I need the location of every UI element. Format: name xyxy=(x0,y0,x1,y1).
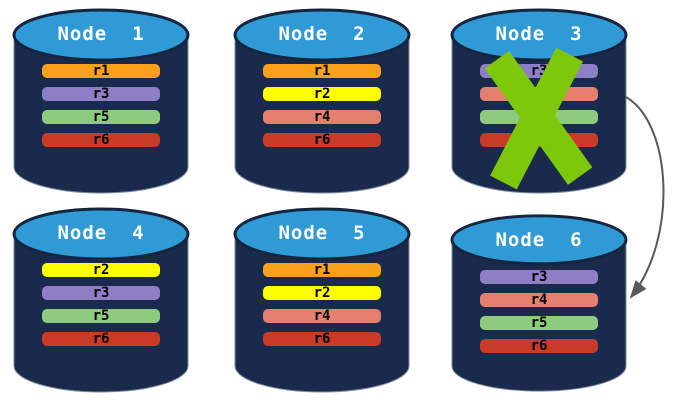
replica-bar-r1: r1 xyxy=(42,64,160,78)
replica-bar-r2: r2 xyxy=(263,286,381,300)
replica-bar-r3: r3 xyxy=(42,286,160,300)
replica-bar-r6: r6 xyxy=(480,133,598,147)
cylinder-top-ellipse xyxy=(233,8,411,62)
replica-bar-r3: r3 xyxy=(480,270,598,284)
node-title: Node 5 xyxy=(278,222,366,244)
replica-bar-r6: r6 xyxy=(263,133,381,147)
replica-list: r1 r2 r4 r6 xyxy=(263,64,381,147)
replica-list: r1 r2 r4 r6 xyxy=(263,263,381,346)
replica-bar-r2: r2 xyxy=(42,263,160,277)
node-6: Node 6 r3 r4 r5 r6 xyxy=(450,212,628,394)
replica-bar-r2: r2 xyxy=(263,87,381,101)
node-title: Node 3 xyxy=(495,23,583,45)
node-3: Node 3 r3 r4 r5 r6 xyxy=(450,6,628,196)
replica-bar-r6: r6 xyxy=(42,133,160,147)
cylinder-top-ellipse xyxy=(12,207,190,261)
replica-bar-r1: r1 xyxy=(263,263,381,277)
replica-bar-r5: r5 xyxy=(480,110,598,124)
node-1: Node 1 r1 r3 r5 r6 xyxy=(12,6,190,196)
replica-bar-r5: r5 xyxy=(480,316,598,330)
replica-bar-r4: r4 xyxy=(263,309,381,323)
cylinder-top-ellipse xyxy=(233,207,411,261)
replica-bar-r4: r4 xyxy=(480,87,598,101)
replica-bar-r3: r3 xyxy=(42,87,160,101)
replica-bar-r4: r4 xyxy=(263,110,381,124)
replica-list: r3 r4 r5 r6 xyxy=(480,64,598,147)
replica-list: r1 r3 r5 r6 xyxy=(42,64,160,147)
replica-list: r3 r4 r5 r6 xyxy=(480,270,598,353)
node-4: Node 4 r2 r3 r5 r6 xyxy=(12,205,190,395)
node-2: Node 2 r1 r2 r4 r6 xyxy=(233,6,411,196)
cylinder-top-ellipse xyxy=(12,8,190,62)
replica-bar-r4: r4 xyxy=(480,293,598,307)
replica-bar-r5: r5 xyxy=(42,309,160,323)
replica-bar-r6: r6 xyxy=(480,339,598,353)
node-title: Node 1 xyxy=(57,23,145,45)
node-5: Node 5 r1 r2 r4 r6 xyxy=(233,205,411,395)
node-title: Node 6 xyxy=(495,229,583,251)
replica-bar-r6: r6 xyxy=(263,332,381,346)
replica-bar-r1: r1 xyxy=(263,64,381,78)
node-title: Node 2 xyxy=(278,23,366,45)
replica-bar-r3: r3 xyxy=(480,64,598,78)
replica-bar-r6: r6 xyxy=(42,332,160,346)
replica-bar-r5: r5 xyxy=(42,110,160,124)
replica-list: r2 r3 r5 r6 xyxy=(42,263,160,346)
node-title: Node 4 xyxy=(57,222,145,244)
